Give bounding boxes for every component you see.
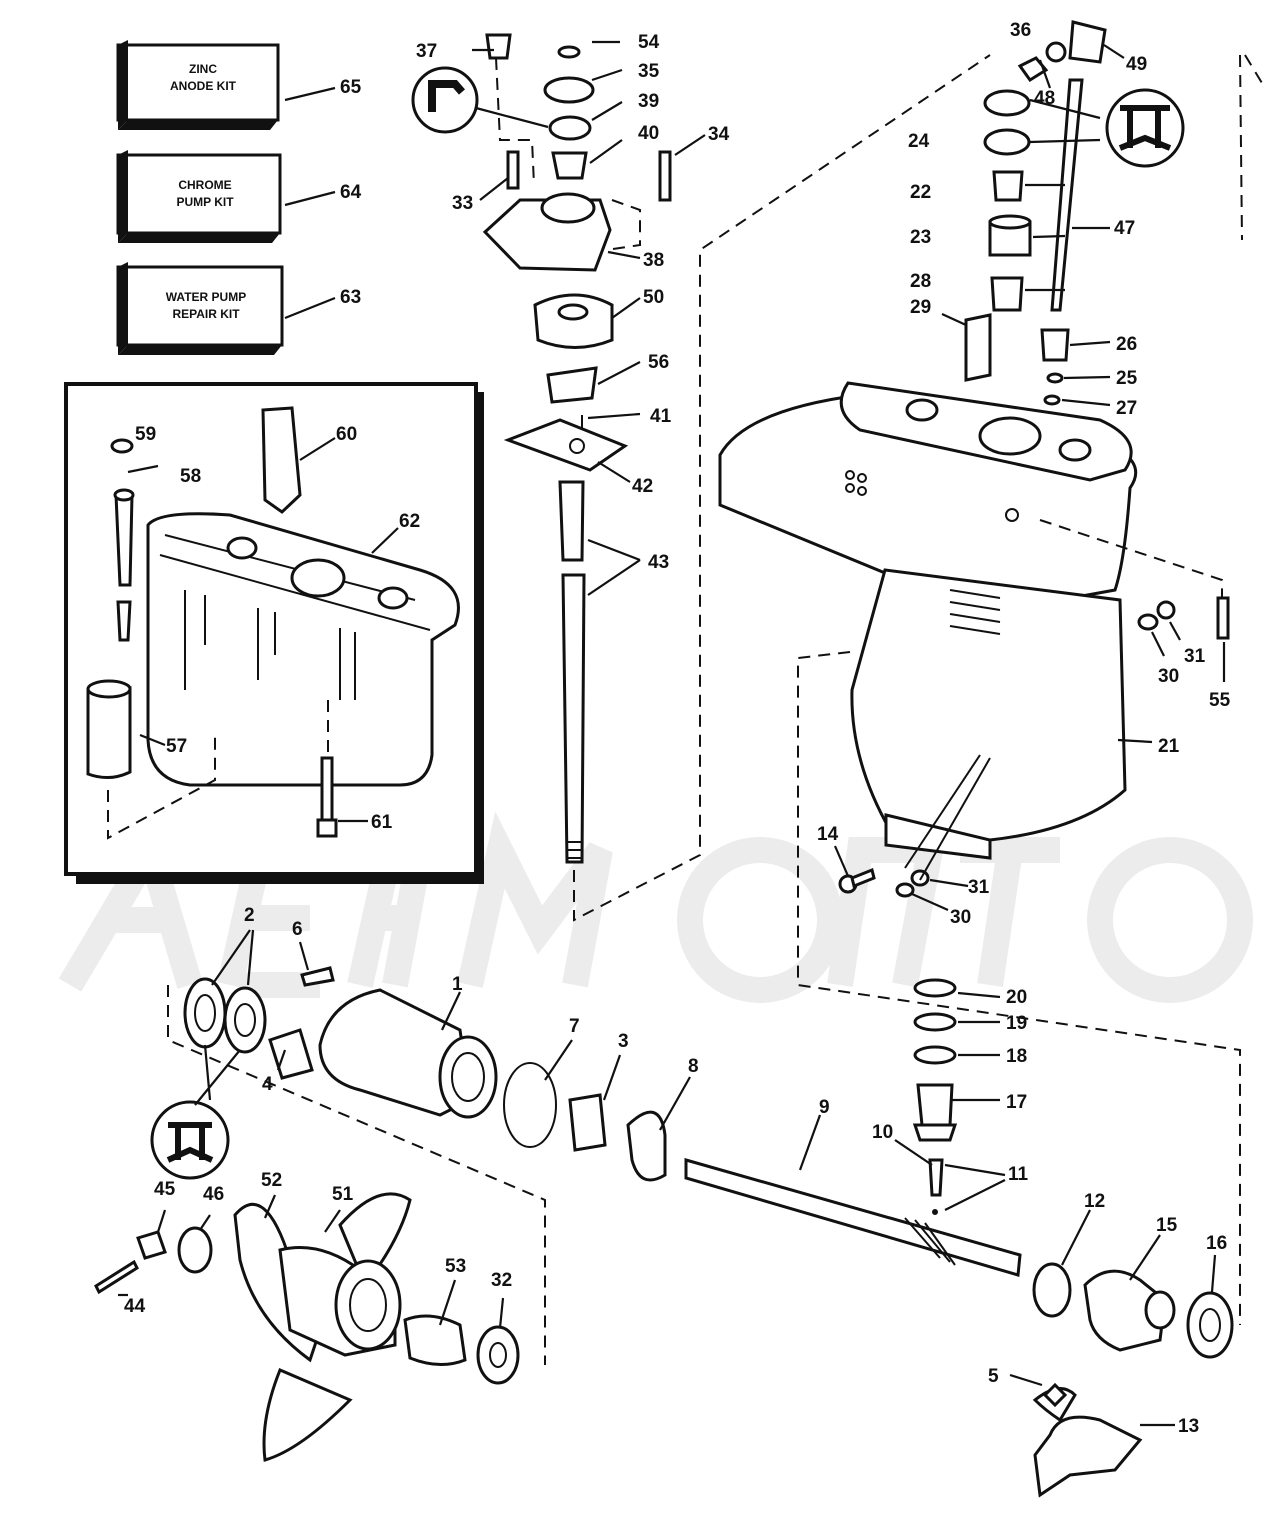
callout-52: 52 [261, 1170, 282, 1191]
kit-label-chrome-line2: PUMP KIT [176, 195, 234, 209]
callout-16: 16 [1206, 1233, 1227, 1254]
callout-32: 32 [491, 1270, 512, 1291]
callout-31-upper: 31 [1184, 646, 1206, 667]
callout-34: 34 [708, 124, 730, 145]
callout-13: 13 [1178, 1416, 1199, 1437]
callout-27: 27 [1116, 398, 1137, 419]
callout-4: 4 [262, 1074, 273, 1095]
callout-25: 25 [1116, 368, 1138, 389]
inset-panel [64, 382, 484, 884]
callout-37: 37 [416, 41, 437, 62]
kit-label-chrome-line1: CHROME [178, 178, 231, 192]
callout-64: 64 [340, 182, 362, 203]
callout-49: 49 [1126, 54, 1147, 75]
callout-33: 33 [452, 193, 473, 214]
callout-41: 41 [650, 406, 672, 427]
callout-54: 54 [638, 32, 660, 53]
callout-9: 9 [819, 1097, 830, 1118]
callout-labels: 1 2 3 4 5 6 7 8 9 10 11 12 13 14 15 16 1… [124, 20, 1231, 1437]
callout-38: 38 [643, 250, 664, 271]
callout-47: 47 [1114, 218, 1135, 239]
callout-55: 55 [1209, 690, 1231, 711]
callout-2: 2 [244, 905, 255, 926]
callout-30-upper: 30 [1158, 666, 1179, 687]
bearing-carrier-assembly [150, 966, 667, 1182]
callout-62: 62 [399, 511, 420, 532]
callout-1: 1 [452, 974, 463, 995]
callout-18: 18 [1006, 1046, 1027, 1067]
callout-60: 60 [336, 424, 357, 445]
callout-3: 3 [618, 1031, 629, 1052]
callout-11: 11 [1008, 1164, 1029, 1185]
callout-63: 63 [340, 287, 361, 308]
callout-23: 23 [910, 227, 931, 248]
propeller [94, 1192, 520, 1462]
callout-6: 6 [292, 919, 303, 940]
callout-24: 24 [908, 131, 930, 152]
callout-30-lower: 30 [950, 907, 971, 928]
callout-61: 61 [371, 812, 393, 833]
kit-box-chrome-pump: CHROME PUMP KIT [116, 150, 282, 243]
callout-17: 17 [1006, 1092, 1027, 1113]
callout-26: 26 [1116, 334, 1137, 355]
driveshaft-bearing-stack [964, 20, 1185, 406]
kit-box-water-pump-repair: WATER PUMP REPAIR KIT [116, 262, 284, 355]
callout-45: 45 [154, 1179, 176, 1200]
callout-8: 8 [688, 1056, 699, 1077]
callout-15: 15 [1156, 1215, 1178, 1236]
callout-44: 44 [124, 1296, 146, 1317]
callout-53: 53 [445, 1256, 466, 1277]
gear-housing [718, 381, 1138, 860]
kit-label-waterpump-line2: REPAIR KIT [172, 307, 240, 321]
callout-29: 29 [910, 297, 931, 318]
callout-7: 7 [569, 1016, 580, 1037]
callout-58: 58 [180, 466, 201, 487]
callout-28: 28 [910, 271, 931, 292]
callout-35: 35 [638, 61, 660, 82]
callout-42: 42 [632, 476, 653, 497]
kit-label-waterpump-line1: WATER PUMP [166, 290, 246, 304]
callout-19: 19 [1006, 1013, 1027, 1034]
callout-22: 22 [910, 182, 931, 203]
callout-5: 5 [988, 1366, 999, 1387]
callout-10: 10 [872, 1122, 893, 1143]
callout-43: 43 [648, 552, 669, 573]
callout-46: 46 [203, 1184, 224, 1205]
callout-48: 48 [1034, 88, 1055, 109]
callout-57: 57 [166, 736, 187, 757]
callout-65: 65 [340, 77, 362, 98]
callout-20: 20 [1006, 987, 1027, 1008]
callout-59: 59 [135, 424, 156, 445]
kit-label-zinc-line1: ZINC [189, 62, 217, 76]
callout-56: 56 [648, 352, 669, 373]
water-pump-assembly [411, 33, 672, 864]
callout-36: 36 [1010, 20, 1031, 41]
propeller-shaft-assembly [684, 978, 1234, 1498]
kit-label-zinc-line2: ANODE KIT [170, 79, 237, 93]
kit-box-zinc-anode: ZINC ANODE KIT [116, 40, 280, 130]
callout-12: 12 [1084, 1191, 1105, 1212]
callout-21: 21 [1158, 736, 1180, 757]
callout-40: 40 [638, 123, 659, 144]
callout-39: 39 [638, 91, 659, 112]
callout-51: 51 [332, 1184, 354, 1205]
callout-50: 50 [643, 287, 664, 308]
callout-14: 14 [817, 824, 839, 845]
callout-31-lower: 31 [968, 877, 990, 898]
